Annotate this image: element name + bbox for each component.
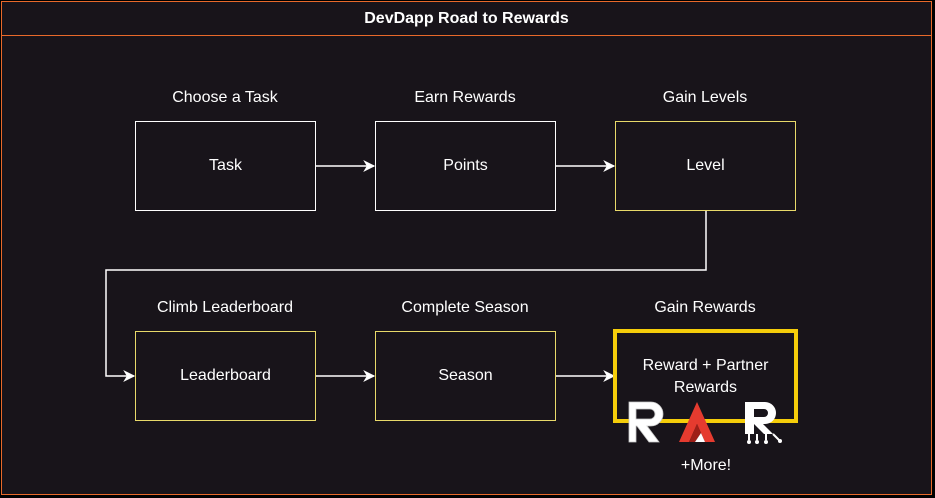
- r-circuit-logo-icon: [745, 402, 782, 444]
- node-season[interactable]: Season: [375, 331, 556, 421]
- step-label-gain-levels: Gain Levels: [662, 89, 748, 106]
- step-label-choose-task: Choose a Task: [172, 89, 278, 106]
- step-label-earn-rewards: Earn Rewards: [414, 89, 516, 106]
- node-points-text: Points: [443, 157, 488, 174]
- node-points[interactable]: Points: [375, 121, 556, 211]
- step-label-gain-rewards: Gain Rewards: [654, 299, 756, 316]
- step-label-complete-season: Complete Season: [401, 299, 529, 316]
- more-partners-text: +More!: [680, 457, 732, 474]
- a-logo-icon: [679, 402, 715, 442]
- node-level-text: Level: [686, 157, 725, 174]
- node-reward-text: Reward + Partner Rewards: [642, 357, 769, 396]
- node-task[interactable]: Task: [135, 121, 316, 211]
- node-level[interactable]: Level: [615, 121, 796, 211]
- r-logo-icon: [628, 401, 664, 443]
- node-leaderboard-text: Leaderboard: [180, 367, 271, 384]
- diagram-title: DevDapp Road to Rewards: [2, 2, 931, 36]
- partner-logos: [628, 401, 782, 444]
- node-task-text: Task: [209, 157, 242, 174]
- step-label-climb-leaderboard: Climb Leaderboard: [156, 299, 294, 316]
- node-season-text: Season: [438, 367, 493, 384]
- node-leaderboard[interactable]: Leaderboard: [135, 331, 316, 421]
